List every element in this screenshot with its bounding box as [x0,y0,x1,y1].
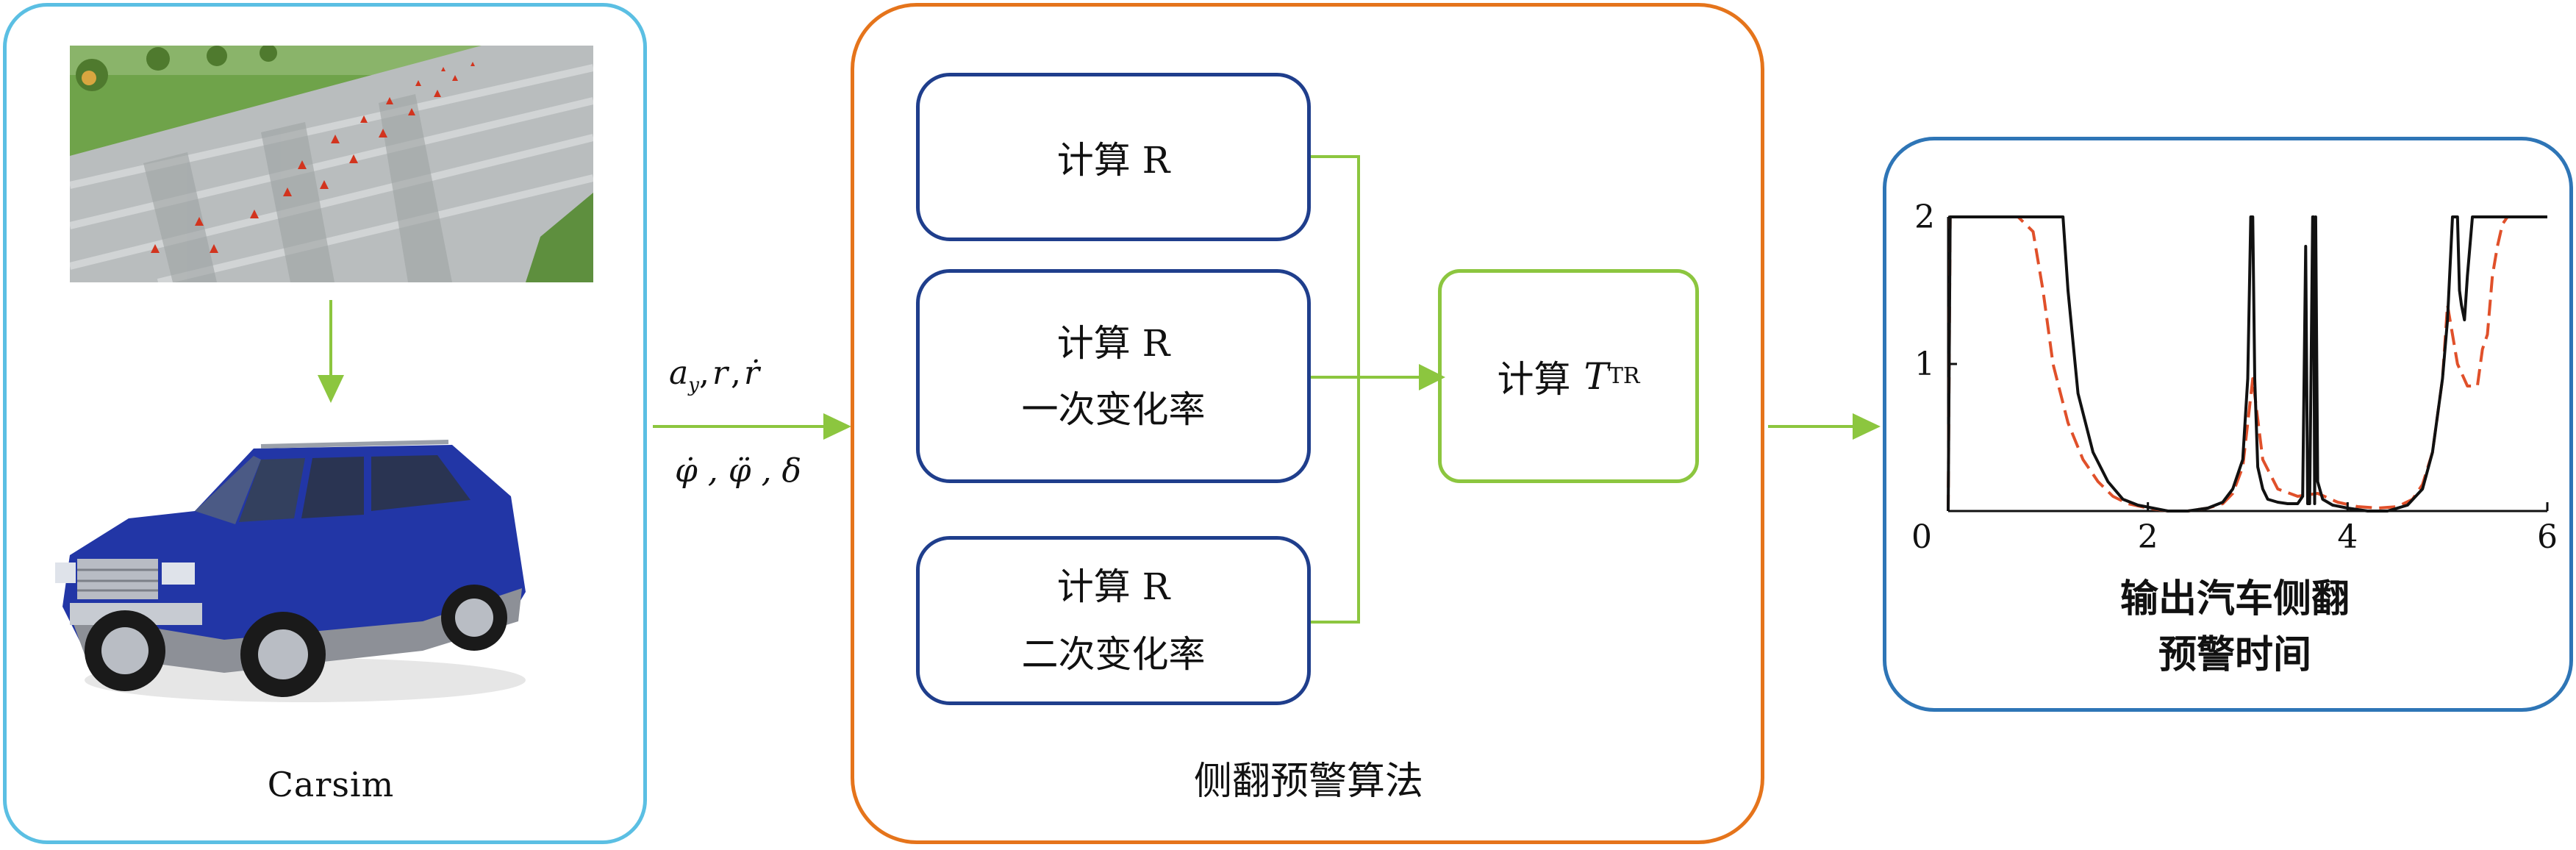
signal-ay-sub: y [688,374,699,396]
carsim-panel [3,3,647,844]
carsim-label: Carsim [267,765,395,804]
arrowhead-algorithm-to-output [1853,413,1881,440]
chart-x-tick-label: 4 [2337,518,2358,556]
connector-r2-box [1311,377,1360,624]
box-ttr-sub: TR [1608,363,1640,389]
chart-x-tick-label: 6 [2537,518,2558,556]
suv-car-image [55,440,526,702]
box-compute-r-second-rate: 计算 R 二次变化率 [916,536,1311,705]
signal-r-dot: ṙ [743,354,760,392]
algorithm-panel [851,3,1764,844]
box-r1-line1: 计算 R [1056,321,1170,365]
signal-sep-2: , [730,354,741,392]
output-panel [1883,137,2573,712]
chart-x-tick-label: 0 [1911,518,1932,556]
signal-r: r [712,354,728,392]
signal-labels-line2: φ̇ , φ̈ , δ [675,452,802,490]
box-ttr-prefix: 计算 [1497,357,1571,401]
rollover-warning-chart: 0 2 4 6 2 1 [1911,199,2558,556]
arrowhead-scene-to-car [318,375,344,403]
box-r1-line2: 一次变化率 [1021,388,1206,431]
chart-series [1947,215,2547,512]
box-compute-r: 计算 R [916,73,1311,241]
chart-x-tick-label: 2 [2138,518,2158,556]
road-scene-image [70,46,593,282]
signal-ay-symbol: a [669,354,689,392]
output-caption-line1: 输出汽车侧翻 [2119,577,2350,621]
signal-labels-line1: ay,r,ṙ [669,354,823,396]
connector-r-box [1311,155,1360,377]
chart-y-tick-label: 2 [1914,199,1935,236]
chart-ticks: 0 2 4 6 2 1 [1911,199,2558,556]
box-r2-line1: 计算 R [1056,565,1170,608]
algorithm-panel-title: 侧翻预警算法 [1193,760,1423,804]
signal-sep-1: , [698,354,709,392]
arrowhead-carsim-to-algorithm [823,413,851,440]
arrowhead-to-ttr-box [1419,364,1445,390]
chart-series-line-black-solid [1947,215,2547,512]
box-compute-r-first-rate: 计算 R 一次变化率 [916,269,1311,483]
chart-y-tick-label: 1 [1914,346,1935,383]
output-caption-line2: 预警时间 [2158,633,2311,677]
chart-series-line-red-dashed [1947,215,2547,512]
box-r2-line2: 二次变化率 [1021,633,1206,676]
box-compute-r-label: 计算 R [1056,138,1170,182]
box-ttr-symbol: T [1584,354,1609,398]
